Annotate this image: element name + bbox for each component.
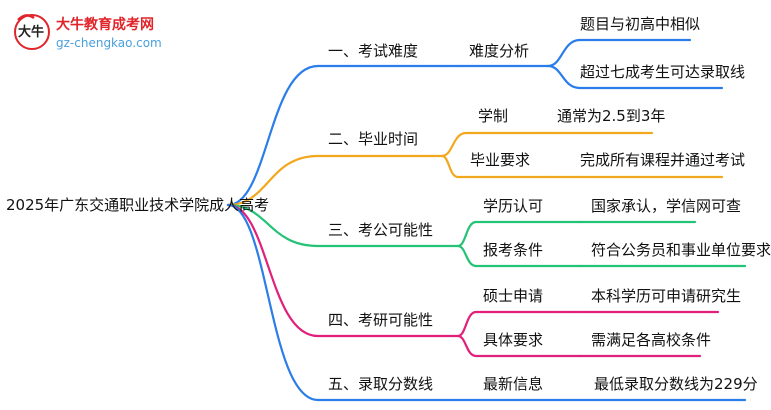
leaf-label-minimum-score: 最低录取分数线为229分	[594, 375, 758, 393]
branch-label-admission-score: 五、录取分数线	[328, 375, 434, 393]
child-label-duration: 学制	[478, 107, 509, 125]
site-logo: 大牛 大牛教育成考网 gz-chengkao.com	[12, 10, 172, 56]
leaf-label-state-recognized: 国家承认，学信网可查	[591, 197, 742, 215]
branch-label-civil-service: 三、考公可能性	[328, 221, 434, 239]
leaf-connector	[546, 64, 582, 90]
leaf-label-pass-rate: 超过七成考生可达录取线	[580, 63, 746, 81]
child-label-latest-info: 最新信息	[483, 375, 544, 393]
child-connector	[456, 244, 478, 268]
branch-label-difficulty: 一、考试难度	[328, 42, 419, 60]
leaf-label-complete-courses: 完成所有课程并通过考试	[580, 151, 746, 169]
logo-mark-text: 大牛	[18, 25, 45, 40]
logo-title: 大牛教育成考网	[56, 17, 154, 33]
leaf-label-bachelor-can-apply: 本科学历可申请研究生	[591, 287, 742, 305]
branch-label-graduation: 二、毕业时间	[328, 130, 419, 148]
child-label-graduation-requirement: 毕业要求	[470, 151, 531, 169]
leaf-connector	[546, 38, 582, 68]
child-connector	[440, 154, 460, 179]
leaf-label-similar-questions: 题目与初高中相似	[580, 15, 701, 33]
child-connector	[456, 220, 478, 248]
child-label-specific-requirements: 具体要求	[483, 331, 544, 349]
branch-connector	[226, 154, 320, 207]
branch-label-graduate-study: 四、考研可能性	[328, 311, 434, 329]
leaf-label-eligible-positions: 符合公务员和事业单位要求	[591, 241, 771, 259]
child-connector	[456, 310, 478, 338]
branch-connector	[226, 203, 320, 248]
branch-connector	[226, 64, 320, 207]
child-label-degree-recognition: 学历认可	[483, 197, 544, 215]
leaf-label-university-conditions: 需满足各高校条件	[591, 331, 712, 349]
branch-connector	[226, 203, 320, 338]
child-connector	[456, 334, 478, 358]
logo-url: gz-chengkao.com	[56, 36, 162, 50]
mindmap-connectors	[226, 38, 747, 402]
child-label-application-conditions: 报考条件	[483, 241, 544, 259]
child-label-master-application: 硕士申请	[483, 287, 544, 305]
root-node: 2025年广东交通职业技术学院成人高考	[6, 196, 270, 214]
child-connector	[440, 131, 468, 158]
branch-connector	[226, 203, 320, 402]
child-label-difficulty-analysis: 难度分析	[469, 42, 530, 60]
logo-mark-icon	[14, 14, 50, 50]
leaf-label-duration-years: 通常为2.5到3年	[557, 107, 666, 125]
